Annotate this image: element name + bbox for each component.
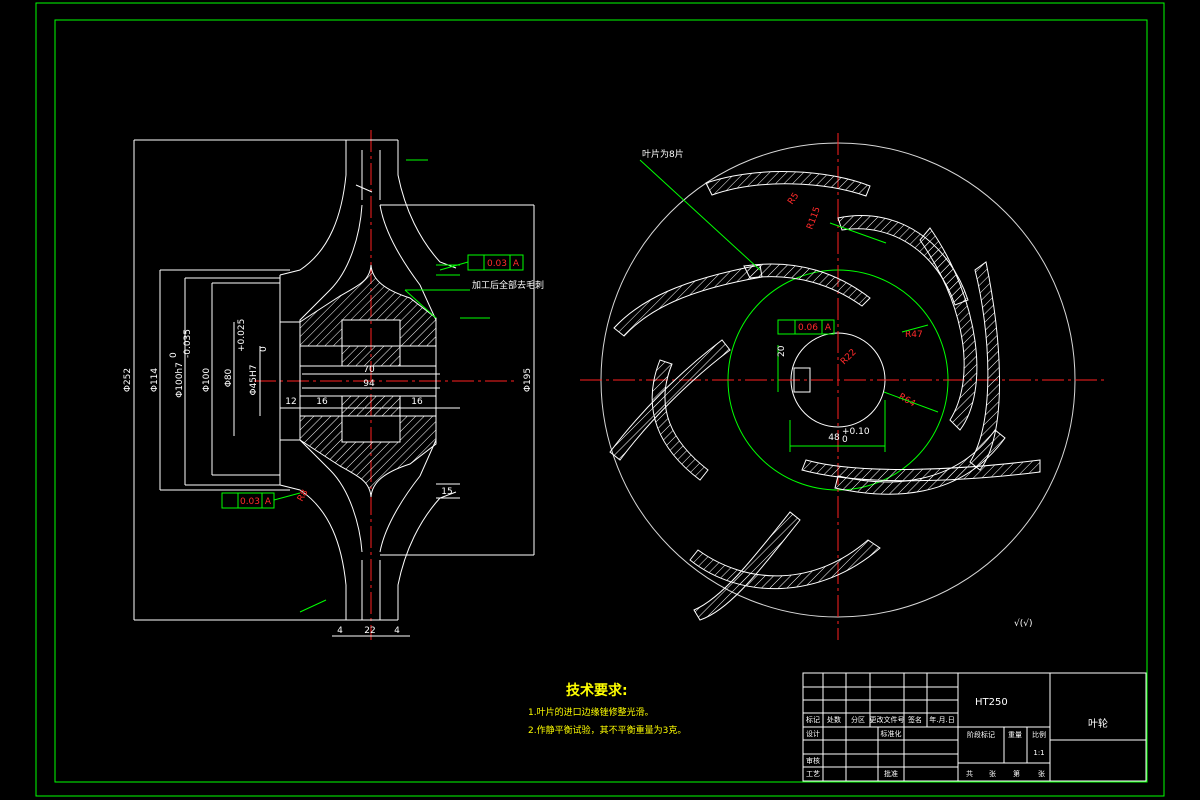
label-process: 工艺 — [806, 770, 820, 778]
part-name: 叶轮 — [1088, 717, 1108, 730]
label-weight: 重量 — [1008, 731, 1022, 739]
plan-tol-datum: A — [825, 323, 832, 333]
blade-count-label: 叶片为8片 — [642, 148, 684, 160]
dim-w12: 12 — [285, 397, 296, 407]
plan-tol-value: 0.06 — [798, 323, 818, 333]
hub-hatch — [299, 264, 437, 347]
roughness-symbol: √(√) — [1014, 618, 1033, 629]
sheet-of: 第 — [1013, 769, 1020, 778]
dim-tol2-upper: +0.025 — [237, 319, 247, 352]
dim-r47: R47 — [905, 330, 923, 340]
dim-w4b: 4 — [394, 626, 400, 636]
label-design: 设计 — [806, 729, 820, 738]
dim-r8: R8 — [296, 488, 311, 504]
dim-w15: 15 — [441, 487, 452, 497]
sheet-total: 共 — [966, 769, 973, 778]
dim-d195: Φ195 — [523, 368, 533, 392]
blades — [609, 171, 1041, 621]
dim-d100: Φ100 — [202, 368, 212, 393]
dim-r22: R22 — [839, 348, 859, 368]
tech-req-title: 技术要求: — [566, 682, 628, 699]
dim-r115: R115 — [805, 206, 822, 231]
dim-d252: Φ252 — [123, 368, 133, 392]
label-approve: 批准 — [884, 769, 898, 778]
outer-frame — [35, 2, 1165, 797]
dim-w70: 70 — [363, 365, 375, 375]
header-cell-4: 签名 — [908, 715, 922, 724]
dim-tol-upper: 0 — [169, 352, 179, 358]
tol-top-datum: A — [513, 259, 520, 269]
tech-req-item-2: 2.作静平衡试验，其不平衡重量为3克。 — [528, 724, 686, 736]
header-cell-2: 分区 — [851, 715, 865, 724]
label-scale: 比例 — [1032, 730, 1046, 739]
plan-view: 叶片为8片 R5 R115 R47 R64 R22 0.06 A 48 +0.1… — [580, 133, 1105, 640]
dim-w94: 94 — [363, 379, 375, 389]
dim-w48-lower: 0 — [842, 435, 848, 445]
dim-w20: 20 — [777, 345, 787, 357]
dim-w4a: 4 — [337, 626, 343, 636]
dim-d114: Φ114 — [150, 368, 160, 393]
dim-d45h7: Φ45H7 — [249, 364, 259, 395]
sheet-end: 张 — [1038, 769, 1045, 778]
dim-w16b: 16 — [411, 397, 423, 407]
dim-d80: Φ80 — [224, 368, 234, 387]
header-cell-0: 标记 — [806, 715, 820, 724]
label-standard: 标准化 — [881, 729, 902, 738]
header-cell-3: 更改文件号 — [870, 715, 905, 724]
material: HT250 — [975, 697, 1008, 708]
title-block: 标记 处数 分区 更改文件号 签名 年.月.日 设计 标准化 审核 工艺 批准 … — [802, 672, 1147, 782]
section-view: Φ252 Φ114 Φ100h7 0 -0.035 Φ100 Φ80 Φ45H7… — [123, 130, 544, 640]
tech-req-item-1: 1.叶片的进口边缘锉修整光滑。 — [528, 706, 654, 718]
label-stage: 阶段标记 — [967, 730, 995, 739]
sheet-no: 张 — [989, 769, 996, 778]
dim-w16a: 16 — [316, 397, 328, 407]
dim-w48-upper: +0.10 — [842, 427, 870, 437]
dim-d100h7: Φ100h7 — [175, 362, 185, 398]
balance-note: 加工后全部去毛刺 — [472, 279, 544, 291]
inner-frame — [54, 19, 1148, 783]
label-check: 审核 — [806, 756, 820, 765]
header-cell-1: 处数 — [827, 715, 841, 724]
dim-w48: 48 — [828, 433, 840, 443]
scale-value: 1:1 — [1033, 749, 1044, 757]
dim-tol2-lower: 0 — [259, 346, 269, 352]
header-cell-5: 年.月.日 — [929, 715, 954, 724]
dim-r5: R5 — [786, 191, 801, 207]
dim-w22: 22 — [364, 626, 375, 636]
technical-requirements: 技术要求: 1.叶片的进口边缘锉修整光滑。 2.作静平衡试验，其不平衡重量为3克… — [528, 682, 686, 736]
tol-top-value: 0.03 — [487, 259, 507, 269]
dim-tol-lower: -0.035 — [183, 329, 193, 358]
tol-bottom-datum: A — [265, 497, 272, 507]
tol-bottom-value: 0.03 — [240, 497, 260, 507]
